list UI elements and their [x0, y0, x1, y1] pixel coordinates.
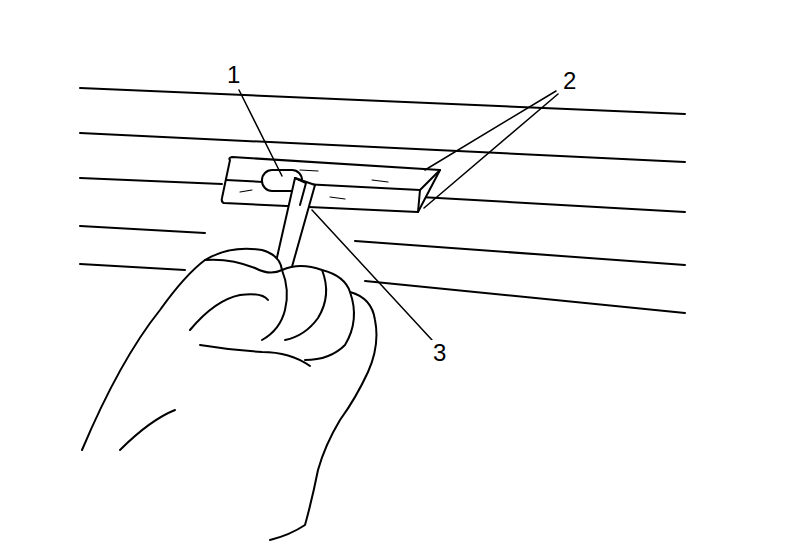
hand	[82, 249, 376, 540]
callout-number: 1	[224, 62, 243, 88]
callout-number: 3	[430, 340, 449, 366]
defogger-tab	[222, 157, 440, 212]
leader-lines	[239, 90, 558, 340]
defogger-lines	[80, 88, 685, 313]
callout-number: 2	[560, 68, 579, 94]
